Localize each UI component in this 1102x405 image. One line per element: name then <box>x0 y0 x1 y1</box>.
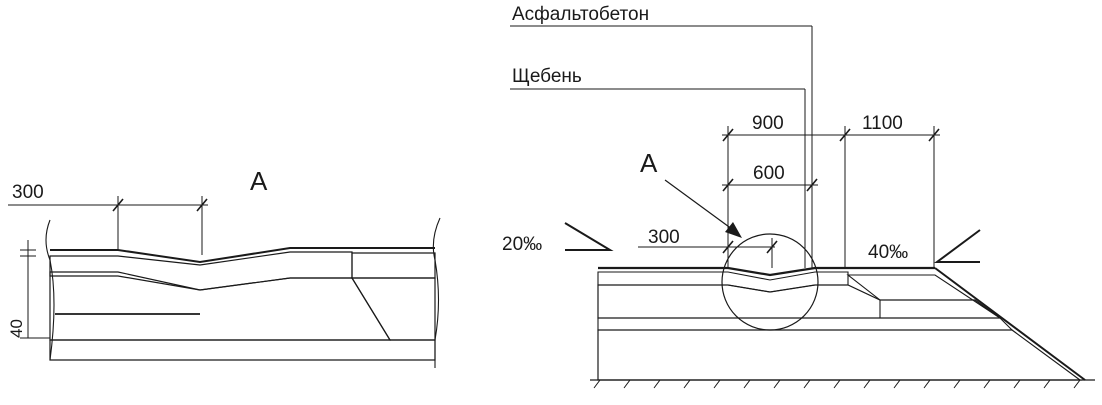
slope-left-label: 20‰ <box>502 234 542 255</box>
section-asphalt-layer <box>597 271 849 293</box>
slope-left-marker <box>564 222 614 251</box>
dim-300-left: 300 <box>12 182 44 203</box>
dim-300-right: 300 <box>648 227 680 248</box>
callout-a-label: А <box>640 148 658 178</box>
dim-1100: 1100 <box>862 113 903 134</box>
detail-a-label: А <box>250 166 268 196</box>
gravel-band <box>597 317 1014 331</box>
slope-right-marker <box>933 229 981 263</box>
label-asphalt: Асфальтобетон <box>512 4 649 25</box>
detail-a-circle <box>721 233 819 331</box>
embankment-layer <box>597 329 1082 381</box>
break-line-right <box>432 217 441 368</box>
section-subgrade <box>597 284 1002 319</box>
break-line-left <box>45 219 55 361</box>
section-top-course <box>598 266 935 277</box>
detail-a-view: 40 300 А <box>7 166 441 368</box>
asphalt-layer <box>49 251 353 291</box>
subgrade-layer <box>49 271 392 341</box>
callout-a-arrow <box>725 222 742 238</box>
road-section-view: Асфальтобетон Щебень 900 1100 600 300 А … <box>502 4 1095 389</box>
section-shoulder-sand <box>846 274 1002 319</box>
dim-thickness: 40 <box>7 319 26 338</box>
dim-900: 900 <box>752 113 784 134</box>
shoulder-top-layer <box>351 252 436 279</box>
dim-600: 600 <box>753 163 785 184</box>
gravel-base-layer <box>49 339 436 361</box>
label-gravel: Щебень <box>512 66 582 87</box>
shoulder-sand-layer <box>350 277 436 341</box>
top-course-line <box>50 247 435 264</box>
slope-right-label: 40‰ <box>868 242 908 263</box>
callout-a-leader <box>664 179 737 233</box>
